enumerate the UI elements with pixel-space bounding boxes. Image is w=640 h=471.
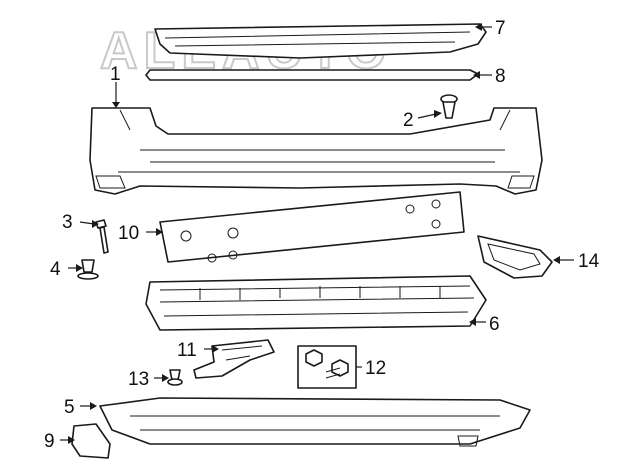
part-12-bolt-kit[interactable]	[297, 345, 357, 389]
callout-2: 2	[403, 110, 414, 131]
part-10-reinforcement-beam[interactable]	[159, 191, 465, 263]
callout-9: 9	[44, 431, 55, 452]
callout-8: 8	[495, 66, 506, 87]
part-3-screw[interactable]	[95, 219, 109, 254]
callout-11: 11	[177, 340, 197, 361]
part-13-clip[interactable]	[167, 369, 183, 386]
callout-13: 13	[128, 369, 149, 390]
callout-5: 5	[64, 397, 75, 418]
callout-10: 10	[118, 223, 139, 244]
part-9-end-cap[interactable]	[71, 423, 111, 459]
part-8-molding-strip[interactable]	[145, 69, 479, 81]
part-11-bracket[interactable]	[193, 339, 275, 379]
callout-12: 12	[365, 358, 386, 379]
callout-14: 14	[578, 251, 600, 272]
part-7-step-pad[interactable]	[154, 23, 487, 59]
callout-7: 7	[495, 18, 506, 39]
leader-lines	[60, 23, 574, 444]
part-5-lower-valance[interactable]	[99, 397, 531, 447]
part-6-absorber[interactable]	[145, 275, 487, 331]
callout-1: 1	[110, 64, 121, 85]
part-2-push-pin[interactable]	[440, 94, 458, 119]
callout-3: 3	[62, 212, 73, 233]
part-14-bezel[interactable]	[477, 235, 553, 279]
callout-6: 6	[489, 314, 500, 335]
part-1-bumper-cover[interactable]	[89, 107, 543, 195]
part-4-clip[interactable]	[77, 259, 99, 280]
callout-4: 4	[50, 259, 61, 280]
